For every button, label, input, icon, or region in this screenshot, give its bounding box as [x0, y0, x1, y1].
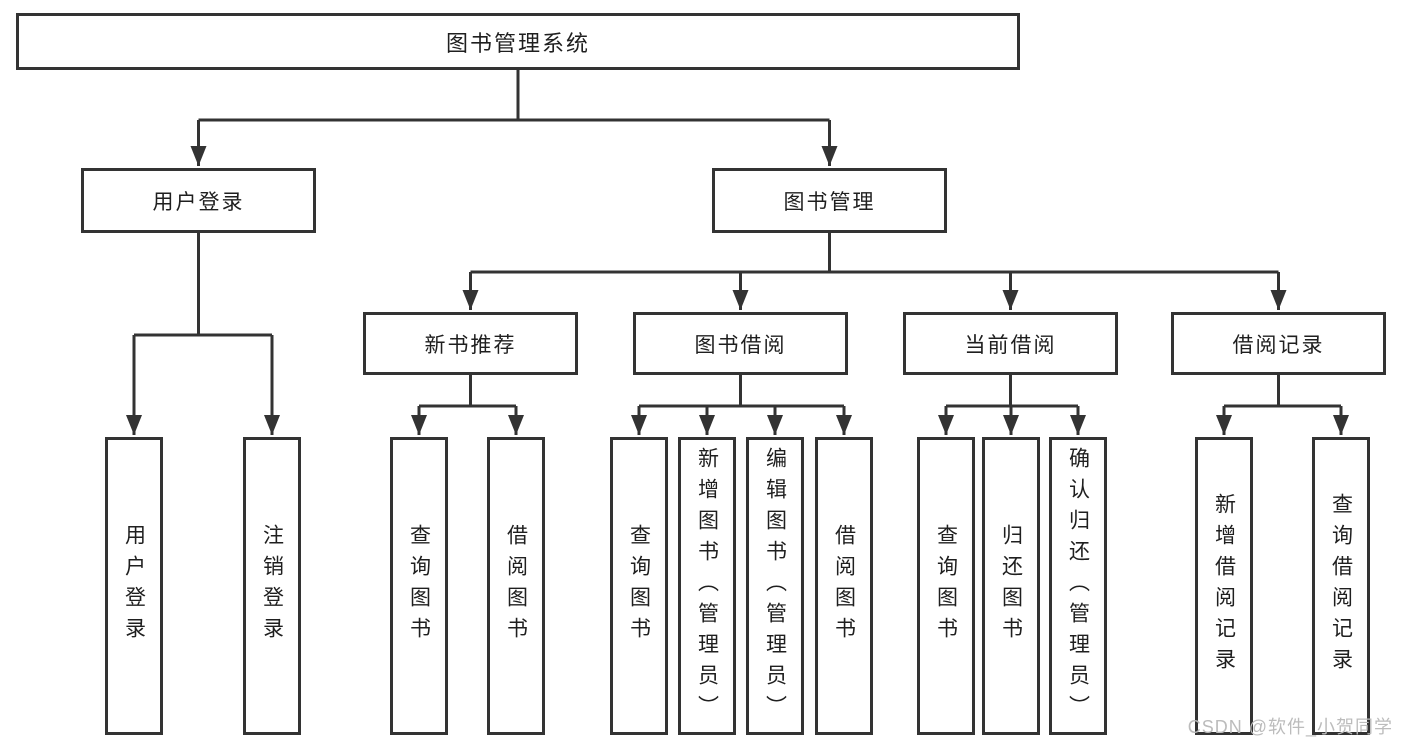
node-root: 图书管理系统: [16, 13, 1020, 70]
node-root-label: 图书管理系统: [445, 30, 590, 56]
leaf-edit-books-admin: 编辑图书（管理员）: [746, 437, 804, 735]
node-current-borrowing-label: 当前借阅: [964, 333, 1057, 357]
node-borrowing-records-label: 借阅记录: [1232, 333, 1325, 357]
leaf-query-books-borrow-label: 查询图书: [627, 524, 651, 648]
node-book-borrowing-label: 图书借阅: [694, 333, 787, 357]
leaf-query-books-current-label: 查询图书: [934, 524, 958, 648]
node-current-borrowing: 当前借阅: [903, 312, 1118, 375]
leaf-query-books-recommend-label: 查询图书: [407, 524, 431, 648]
leaf-borrow-books: 借阅图书: [815, 437, 873, 735]
node-book-management: 图书管理: [712, 168, 947, 233]
csdn-watermark: CSDN @软件_小贺同学: [1187, 717, 1393, 737]
leaf-add-borrow-record-label: 新增借阅记录: [1212, 493, 1236, 679]
leaf-user-login: 用户登录: [105, 437, 163, 735]
leaf-query-borrow-record-label: 查询借阅记录: [1329, 493, 1353, 679]
leaf-query-borrow-record: 查询借阅记录: [1312, 437, 1370, 735]
leaf-confirm-return-admin-label: 确认归还（管理员）: [1066, 446, 1090, 726]
node-borrowing-records: 借阅记录: [1171, 312, 1386, 375]
leaf-add-books-admin: 新增图书（管理员）: [678, 437, 736, 735]
leaf-add-borrow-record: 新增借阅记录: [1195, 437, 1253, 735]
node-user-login: 用户登录: [81, 168, 316, 233]
leaf-return-books-label: 归还图书: [999, 524, 1023, 648]
leaf-borrow-books-label: 借阅图书: [832, 524, 856, 648]
leaf-logout-login-label: 注销登录: [260, 524, 284, 648]
node-new-book-recommendation: 新书推荐: [363, 312, 578, 375]
node-book-management-label: 图书管理: [783, 190, 876, 214]
leaf-query-books-recommend: 查询图书: [390, 437, 448, 735]
leaf-confirm-return-admin: 确认归还（管理员）: [1049, 437, 1107, 735]
leaf-user-login-label: 用户登录: [122, 524, 146, 648]
leaf-logout-login: 注销登录: [243, 437, 301, 735]
leaf-query-books-borrow: 查询图书: [610, 437, 668, 735]
node-book-borrowing: 图书借阅: [633, 312, 848, 375]
leaf-query-books-current: 查询图书: [917, 437, 975, 735]
node-new-book-recommendation-label: 新书推荐: [424, 333, 517, 357]
leaf-edit-books-admin-label: 编辑图书（管理员）: [763, 446, 787, 726]
node-user-login-label: 用户登录: [152, 190, 245, 214]
leaf-borrow-books-recommend: 借阅图书: [487, 437, 545, 735]
leaf-borrow-books-recommend-label: 借阅图书: [504, 524, 528, 648]
leaf-add-books-admin-label: 新增图书（管理员）: [695, 446, 719, 726]
leaf-return-books: 归还图书: [982, 437, 1040, 735]
